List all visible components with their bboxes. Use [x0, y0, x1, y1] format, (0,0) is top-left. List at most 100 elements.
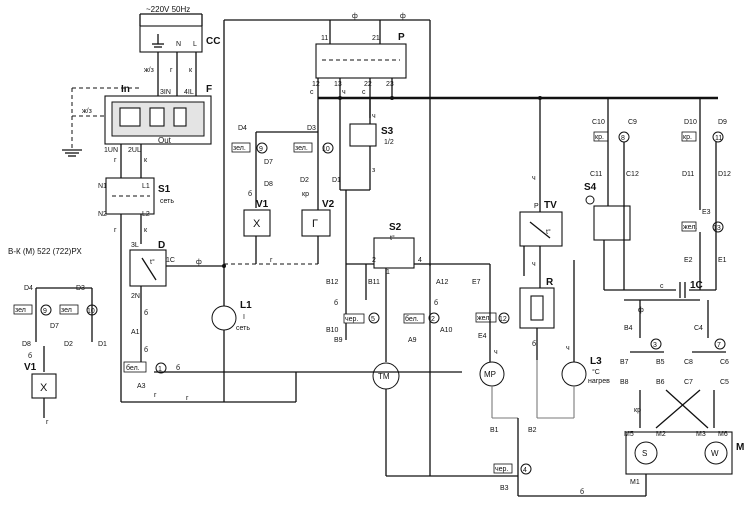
lamp-l3-wire-ch: ч	[566, 345, 570, 352]
level-pin-e3: E3	[702, 209, 711, 216]
level-pin-c11: C11	[590, 171, 602, 178]
capacitor-wire-s: с	[660, 283, 664, 290]
filter-ground-wire: ж/з	[82, 108, 92, 115]
level-color-tag-2	[681, 131, 697, 142]
level-switch-group: C10 C9 D10 D9 кр. 8 кр. 11 C11 C12 D11 D…	[584, 98, 731, 290]
relay-p-pin-21: 21	[372, 35, 380, 42]
motor-pin-m3: M3	[696, 431, 706, 438]
valve-v2-tag-color: зел.	[295, 145, 308, 152]
pump-mp-wire-ch: ч	[494, 349, 498, 356]
filter-label: F	[206, 84, 212, 95]
motor-winding-w-label: W	[711, 449, 719, 458]
heater-wire-ch1: ч	[532, 175, 536, 182]
bottom-bus: г б B1 B2 чер. 4 B3 б	[121, 364, 646, 497]
valve-v2-pin-d1: D1	[332, 177, 341, 184]
lamp-l1-circle	[211, 305, 237, 331]
door-lock-pin-2n: 2N	[131, 293, 140, 300]
inset-valve-box	[31, 373, 57, 399]
switch-s1-sub: сеть	[160, 198, 174, 205]
motor-tm-label: TM	[378, 372, 390, 381]
level-pin-d11: D11	[682, 171, 694, 178]
valve-v1-conn: D4	[238, 125, 247, 132]
s2-tag-1	[368, 312, 380, 324]
switch-s3-wire-z: з	[372, 167, 375, 174]
valve-v2-pin-d3: D3	[307, 125, 316, 132]
mains-supply: ~220V 50Hz CC N L ж/з г к	[139, 5, 220, 100]
s2-tag-3	[498, 312, 510, 324]
valve-v2-pin-d2: D2	[300, 177, 309, 184]
inset-pin-d3: D3	[76, 285, 85, 292]
bottom-pin-b3: B3	[500, 485, 509, 492]
s2-pin-e7: E7	[472, 279, 481, 286]
inset-tag-number-1: 9	[43, 308, 47, 315]
level-pin-c12: C12	[626, 171, 639, 178]
valve-v2-tag	[322, 142, 334, 154]
thermostat-tv-box	[519, 211, 563, 247]
motor-pin-m6: M6	[718, 431, 728, 438]
s2-pin-b10: B10	[326, 327, 339, 334]
relay-p-wire-f1: ф	[352, 13, 358, 20]
level-color-tag-3	[681, 221, 697, 232]
supply-label: CC	[206, 36, 220, 47]
filter-pin-4il: 4IL	[184, 89, 194, 96]
capacitor-1c: с 1C ф	[604, 280, 716, 314]
switch-s3-wire-ch: ч	[372, 113, 376, 120]
level-pin-c9: C9	[628, 119, 637, 126]
valve-v2-box	[301, 209, 331, 237]
supply-terminal-box	[139, 25, 203, 53]
lamp-l1-label: L1	[240, 300, 252, 311]
level-pin-e1: E1	[718, 257, 727, 264]
motor-pin-m1: M1	[630, 479, 640, 486]
door-lock-d: D 3L 1C 2N t° ф б A1 б бел. 1 A3 г	[123, 240, 224, 399]
switch-s2-pin-4: 4	[418, 257, 422, 264]
lamp-l3-circle	[561, 361, 587, 387]
pump-mp: E4 ч MP	[478, 300, 518, 419]
valve-v2: D3 D7 D8 зел. 10 D2 D1 кр Г V2	[264, 98, 341, 264]
supply-pin-n: N	[176, 41, 181, 48]
inset-pin-d8: D8	[22, 341, 31, 348]
level-switch-s4-label: S4	[584, 182, 597, 193]
s1-wire-k: к	[144, 227, 148, 234]
switch-s2: S2 t° 2 1 4 B12 B11 A12 E7 б б чер. 5 бе…	[326, 190, 510, 476]
filter-capacitor	[149, 107, 165, 127]
motor-tag-number-2: 7	[717, 342, 721, 349]
heater-wire-ch2: ч	[532, 261, 536, 268]
s2-tag-number-2: 2	[431, 316, 435, 323]
inset-tag-1	[40, 304, 52, 316]
heater-wire-b: б	[532, 340, 536, 348]
level-pin-d12: D12	[718, 171, 731, 178]
switch-s1-pin-l2: L2	[142, 211, 150, 218]
relay-p-label: P	[398, 32, 405, 43]
motor-winding-w	[704, 441, 728, 465]
valve-v2-wire-kr: кр	[302, 191, 309, 198]
s2-color-tag-2	[403, 313, 425, 324]
motor-m-label: M	[736, 442, 744, 453]
filter-pin-3in: 3IN	[160, 89, 171, 96]
switch-s3-label: S3	[381, 126, 394, 137]
door-lock-pin-a1: A1	[131, 329, 140, 336]
motor-pin-m2: M2	[656, 431, 666, 438]
valve-v2-symbol: Г	[312, 218, 318, 230]
switch-s3: S3 1/2 ч з	[340, 98, 394, 191]
motor-wire-kr: кр	[634, 407, 641, 414]
supply-pin-l: L	[193, 41, 197, 48]
level-pin-e2: E2	[684, 257, 693, 264]
bus-wire-g: г	[186, 395, 189, 402]
valve-v1: D4 зел. 9 б X V1 г	[224, 125, 318, 265]
motor-pin-m5: M5	[624, 431, 634, 438]
s2-pin-b9: B9	[334, 337, 343, 344]
door-lock-pin-1c: 1C	[166, 257, 175, 264]
level-tag-color-3: жел.	[683, 224, 697, 231]
level-tag-3	[712, 221, 724, 233]
filter-out-label: Out	[158, 136, 172, 145]
inset-wire-b: б	[28, 352, 32, 360]
motor-pin-b5: B5	[656, 359, 665, 366]
s2-pin-a10: A10	[440, 327, 453, 334]
inset-color-tag-2	[59, 304, 79, 315]
s2-pin-b12: B12	[326, 279, 339, 286]
capacitor-label: 1C	[690, 280, 703, 291]
bottom-pin-b1: B1	[490, 427, 499, 434]
inset-title: В-К (М) 522 (722)РХ	[8, 247, 82, 256]
ground-icon	[152, 34, 164, 48]
